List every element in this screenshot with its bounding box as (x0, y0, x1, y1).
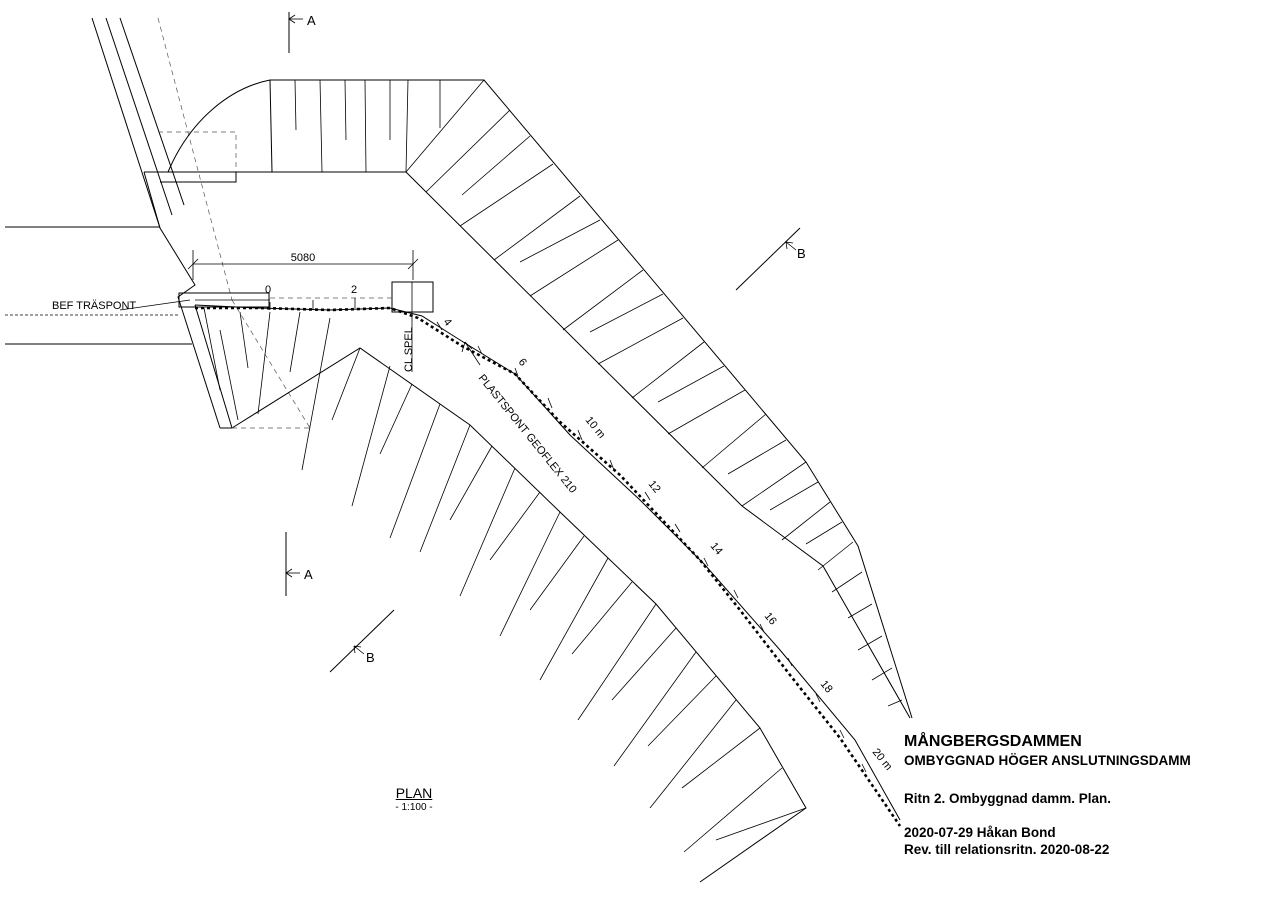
plastic-sheet-pile: PLASTSPONT GEOFLEX 210 (195, 306, 902, 827)
section-b-bottom-label: B (366, 650, 375, 665)
plan-caption: PLAN - 1:100 - (384, 785, 444, 813)
gate-structure: CL SPEL (270, 281, 434, 372)
plan-scale: - 1:100 - (395, 802, 433, 813)
dimension-label: 5080 (291, 252, 315, 264)
chainage-4: 4 (441, 316, 454, 328)
chainage-labels: 0 2 4 6 10 m 12 14 16 18 20 m (265, 284, 894, 773)
dam-outline (143, 79, 913, 883)
plastspont-label: PLASTSPONT GEOFLEX 210 (476, 372, 579, 495)
chainage-6: 6 (516, 356, 529, 368)
section-a-top: A (288, 12, 316, 53)
chainage-ticks (269, 298, 867, 773)
left-reference-lines (5, 226, 192, 345)
project-subtitle: OMBYGGNAD HÖGER ANSLUTNINGSDAMM (904, 753, 1191, 768)
bef-traspont-label: BEF TRÄSPONT (52, 300, 136, 312)
existing-timber-pile: BEF TRÄSPONT (52, 292, 270, 312)
chainage-18: 18 (818, 678, 835, 695)
section-a-top-label: A (307, 13, 316, 28)
chainage-20: 20 m (870, 746, 895, 773)
section-b-bottom: B (329, 609, 395, 673)
chainage-12: 12 (646, 478, 663, 495)
dimension-5080: 5080 (187, 250, 419, 280)
revision-note: Rev. till relationsritn. 2020-08-22 (904, 842, 1110, 857)
chainage-14: 14 (708, 540, 725, 557)
date-author: 2020-07-29 Håkan Bond (904, 825, 1056, 840)
chainage-0: 0 (265, 284, 271, 296)
section-b-top-label: B (797, 246, 806, 261)
project-title: MÅNGBERGSDAMMEN (904, 733, 1082, 750)
upstream-slope-hatch (294, 79, 903, 707)
chainage-10: 10 m (583, 414, 608, 441)
cl-spel-label: CL SPEL (403, 327, 415, 372)
section-b-top: B (735, 227, 806, 291)
section-a-bottom-label: A (304, 567, 313, 582)
plan-title: PLAN (395, 785, 433, 801)
drawing-description: Ritn 2. Ombyggnad damm. Plan. (904, 791, 1112, 806)
section-a-bottom: A (285, 532, 313, 596)
downstream-slope-hatch (203, 307, 807, 853)
chainage-2: 2 (351, 284, 357, 296)
chainage-16: 16 (762, 610, 779, 627)
